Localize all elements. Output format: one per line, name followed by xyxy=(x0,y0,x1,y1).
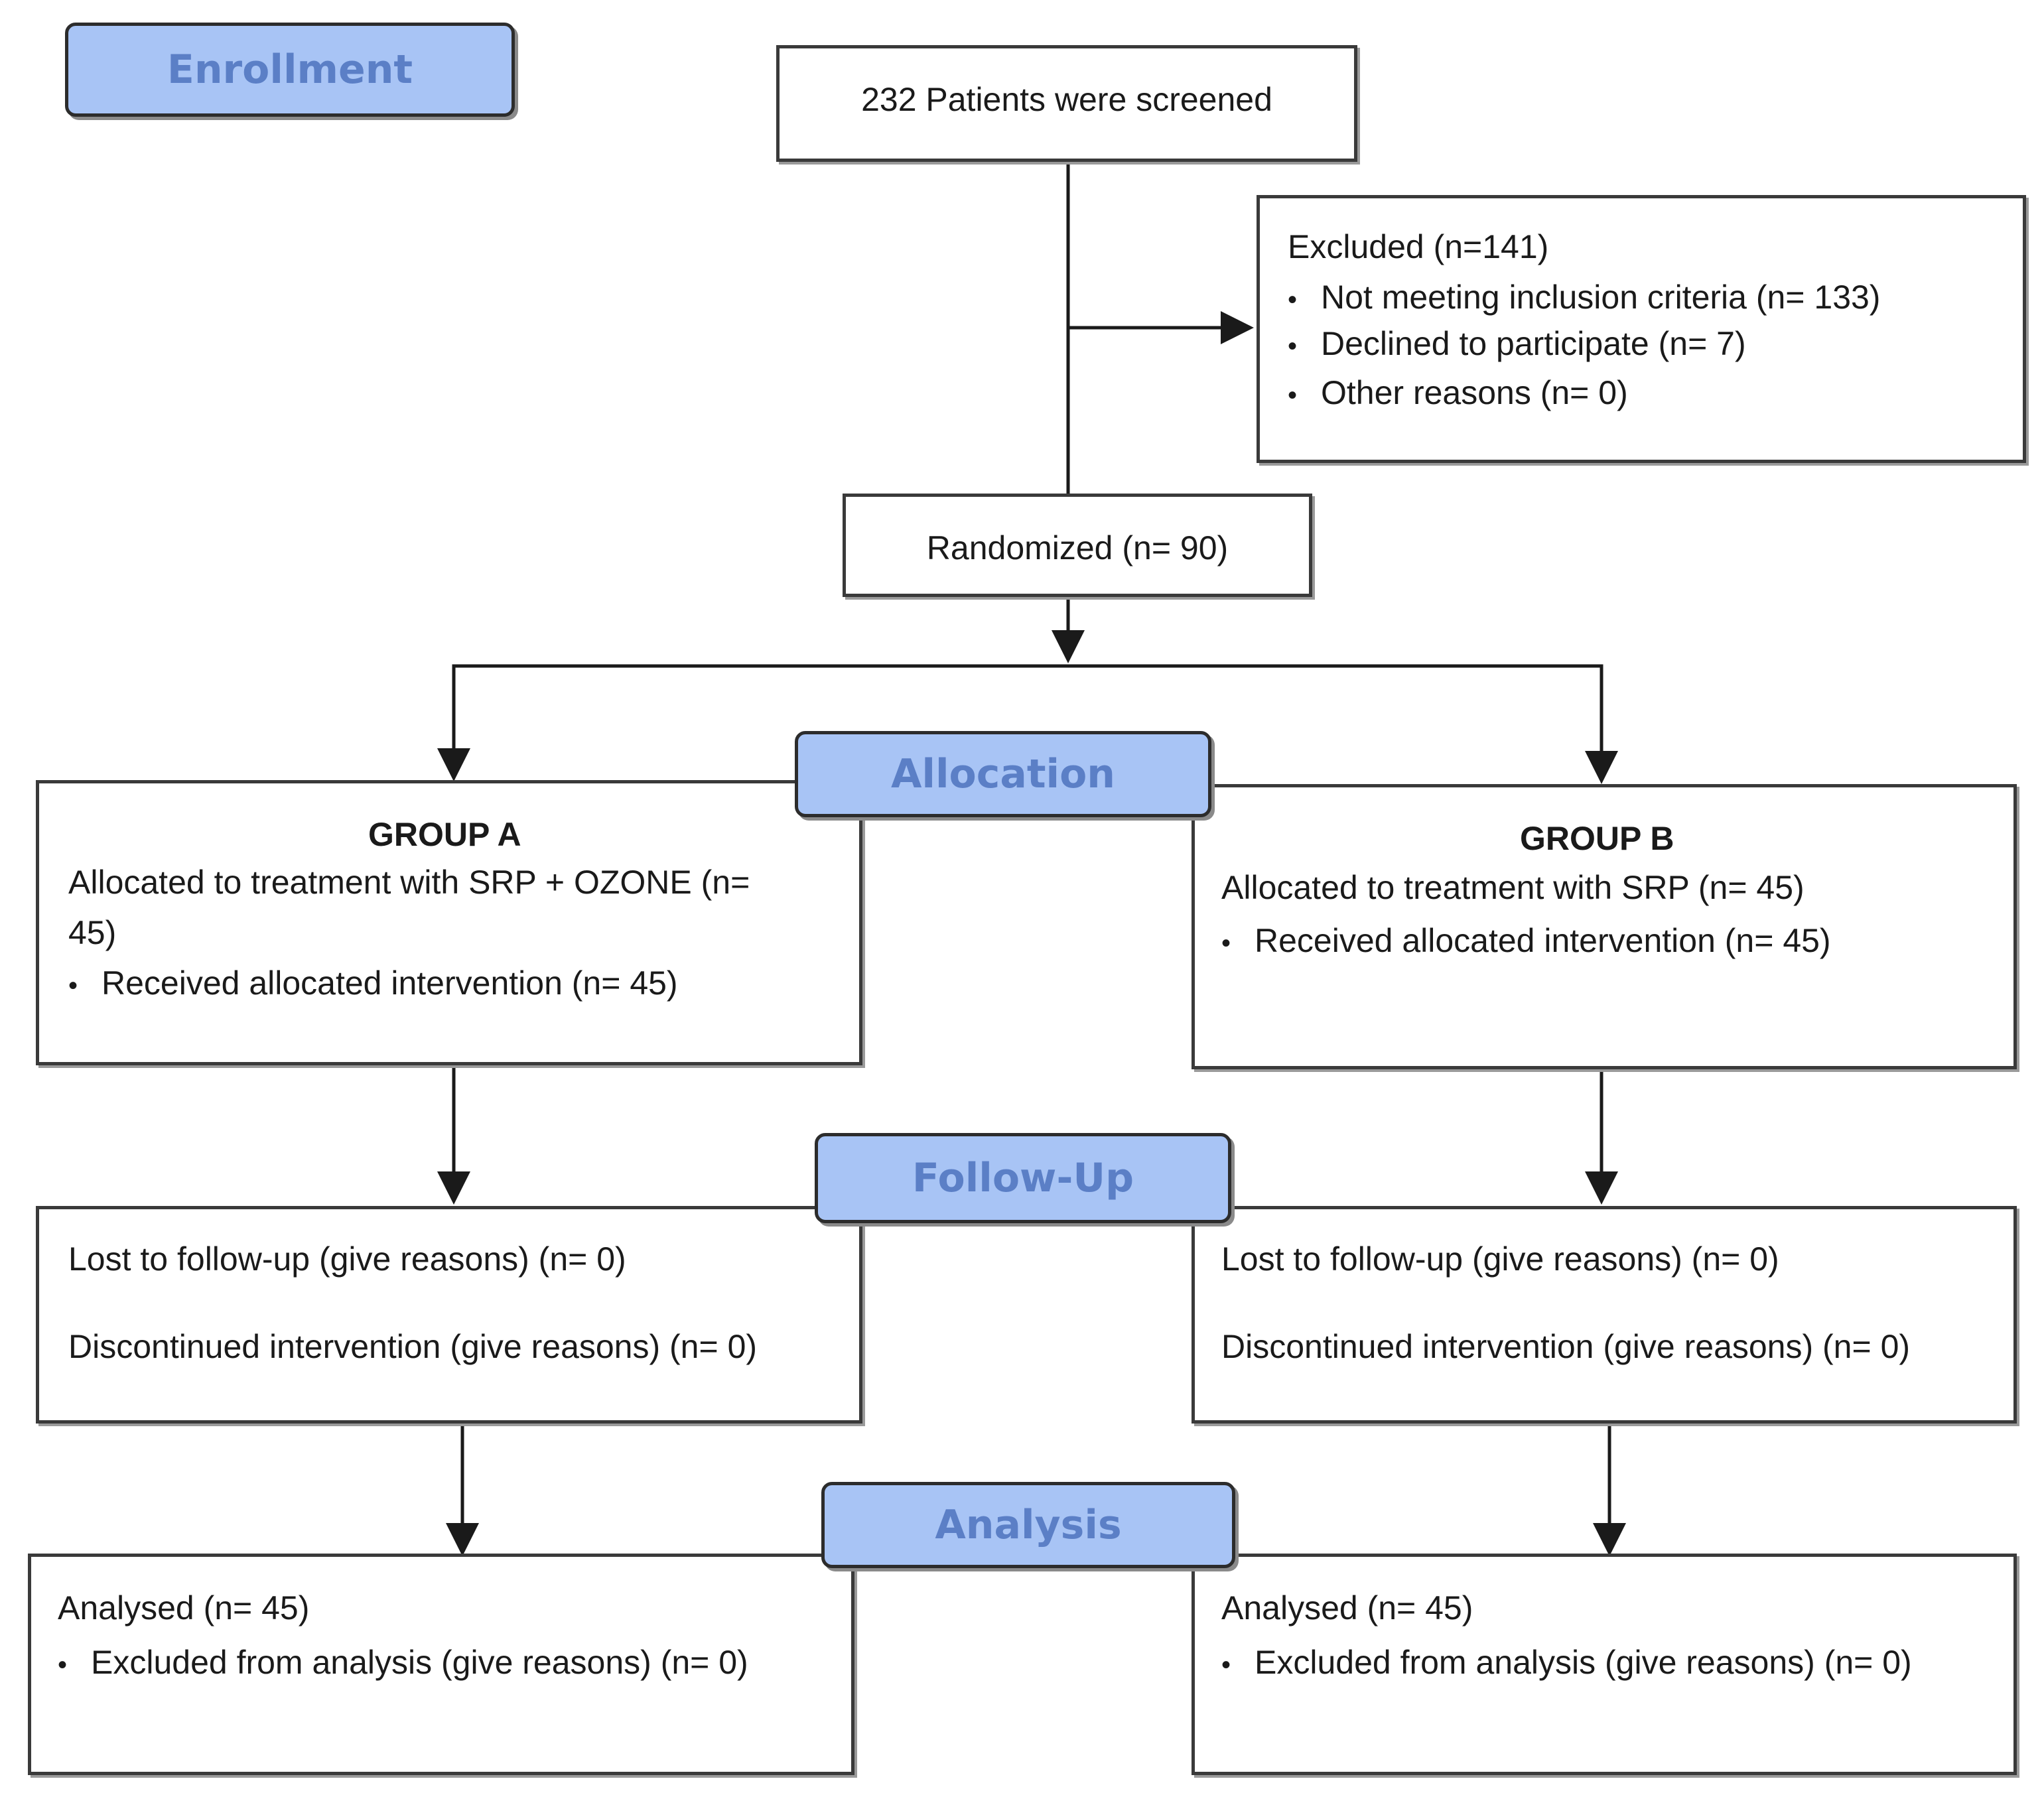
bullet-icon: • xyxy=(1288,381,1298,410)
group-b-analysis-box: Analysed (n= 45) • Excluded from analysis… xyxy=(1192,1554,2017,1775)
excluded-title: Excluded (n=141) xyxy=(1288,228,1549,265)
bullet-icon: • xyxy=(1288,285,1298,314)
screened-text: 232 Patients were screened xyxy=(861,81,1272,118)
stage-follow-up: Follow-Up xyxy=(815,1133,1231,1223)
group-a-allocated-line1: Allocated to treatment with SRP + OZONE … xyxy=(68,864,750,901)
excluded-item-text: Declined to participate (n= 7) xyxy=(1321,325,1746,362)
group-b-followup-box: Lost to follow-up (give reasons) (n= 0) … xyxy=(1192,1206,2017,1424)
group-a-analysis-box: Analysed (n= 45) • Excluded from analysis… xyxy=(28,1554,854,1775)
bullet-icon: • xyxy=(1221,929,1231,958)
group-a-title: GROUP A xyxy=(368,816,521,853)
group-a-received: • Received allocated intervention (n= 45) xyxy=(68,966,678,1000)
screened-box: 232 Patients were screened xyxy=(776,45,1357,162)
group-a-received-text: Received allocated intervention (n= 45) xyxy=(102,964,678,1002)
stage-analysis: Analysis xyxy=(821,1482,1235,1568)
group-a-allocation-box: GROUP A Allocated to treatment with SRP … xyxy=(36,780,862,1065)
excluded-item: • Declined to participate (n= 7) xyxy=(1288,327,1746,360)
group-b-lost: Lost to follow-up (give reasons) (n= 0) xyxy=(1221,1240,1779,1278)
group-b-excluded-analysis: • Excluded from analysis (give reasons) (… xyxy=(1221,1646,1912,1679)
stage-allocation: Allocation xyxy=(795,731,1211,817)
bullet-icon: • xyxy=(68,971,78,1000)
stage-enrollment: Enrollment xyxy=(65,23,515,117)
connector-split-horizontal xyxy=(452,664,1618,784)
group-b-title: GROUP B xyxy=(1520,820,1674,857)
stage-analysis-label: Analysis xyxy=(935,1502,1122,1548)
excluded-item-text: Other reasons (n= 0) xyxy=(1321,374,1628,411)
excluded-item: • Other reasons (n= 0) xyxy=(1288,376,1628,409)
stage-allocation-label: Allocation xyxy=(890,751,1116,797)
excluded-box: Excluded (n=141) • Not meeting inclusion … xyxy=(1257,195,2026,463)
group-a-followup-box: Lost to follow-up (give reasons) (n= 0) … xyxy=(36,1206,862,1424)
stage-follow-up-label: Follow-Up xyxy=(912,1155,1134,1201)
bullet-icon: • xyxy=(58,1650,68,1680)
randomized-text: Randomized (n= 90) xyxy=(926,529,1229,566)
group-a-excluded-analysis-text: Excluded from analysis (give reasons) (n… xyxy=(91,1644,748,1681)
group-a-discontinued: Discontinued intervention (give reasons)… xyxy=(68,1328,758,1365)
bullet-icon: • xyxy=(1288,332,1298,361)
group-b-excluded-analysis-text: Excluded from analysis (give reasons) (n… xyxy=(1255,1644,1912,1681)
group-a-analysed: Analysed (n= 45) xyxy=(58,1589,310,1627)
group-b-received: • Received allocated intervention (n= 45) xyxy=(1221,924,1831,957)
group-a-lost: Lost to follow-up (give reasons) (n= 0) xyxy=(68,1240,626,1278)
stage-enrollment-label: Enrollment xyxy=(167,46,413,93)
group-b-allocated: Allocated to treatment with SRP (n= 45) xyxy=(1221,869,1805,906)
excluded-item-text: Not meeting inclusion criteria (n= 133) xyxy=(1321,279,1881,316)
group-b-received-text: Received allocated intervention (n= 45) xyxy=(1255,922,1831,959)
excluded-item: • Not meeting inclusion criteria (n= 133) xyxy=(1288,281,1880,314)
group-a-excluded-analysis: • Excluded from analysis (give reasons) (… xyxy=(58,1646,748,1679)
group-b-allocation-box: GROUP B Allocated to treatment with SRP … xyxy=(1192,784,2017,1069)
group-b-discontinued: Discontinued intervention (give reasons)… xyxy=(1221,1328,1911,1365)
group-b-analysed: Analysed (n= 45) xyxy=(1221,1589,1473,1627)
group-a-allocated-line2: 45) xyxy=(68,914,117,951)
randomized-box: Randomized (n= 90) xyxy=(843,494,1312,597)
bullet-icon: • xyxy=(1221,1650,1231,1680)
